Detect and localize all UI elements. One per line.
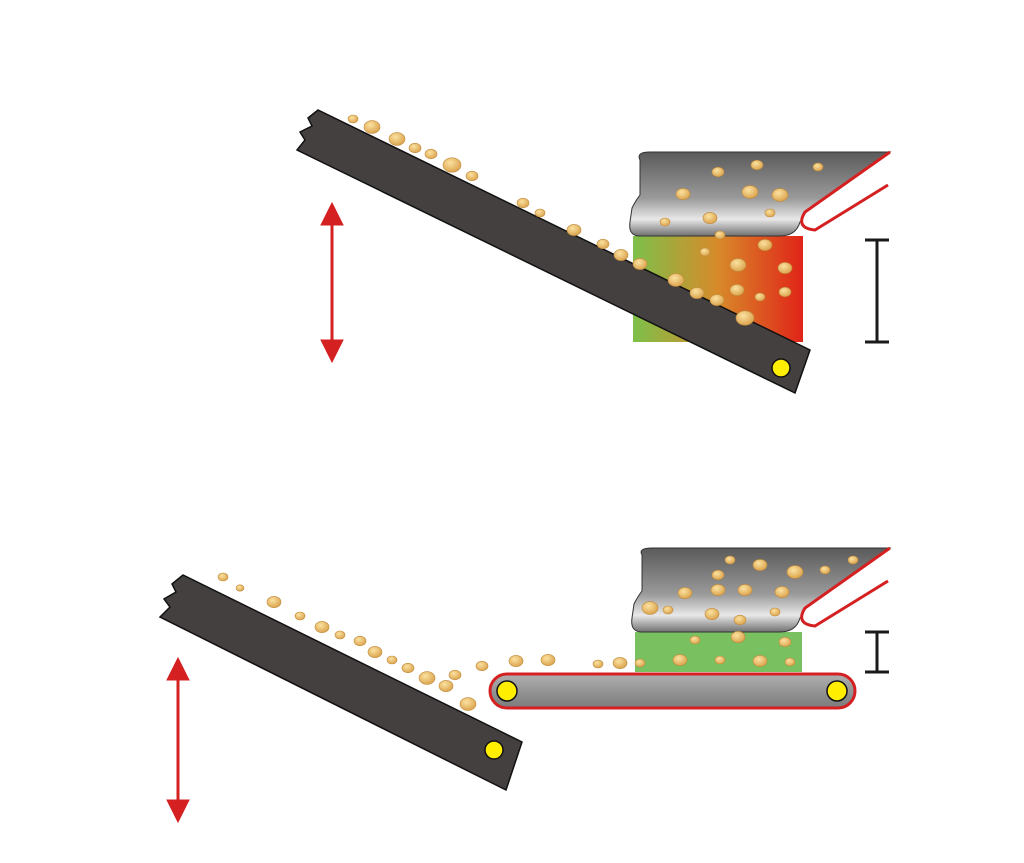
potato [424,148,438,160]
potato [401,662,415,674]
potato [752,655,768,667]
potato [699,247,711,257]
potato [750,159,764,171]
up-down-arrow-icon [320,201,344,364]
potato [475,660,489,672]
potato [675,188,691,200]
shallow-chute-belt [158,574,523,792]
discharge-plate [629,151,892,237]
potato [786,565,804,579]
potato [465,170,479,182]
potato [459,697,477,711]
potato [702,212,718,224]
potato [367,646,383,658]
potato [516,197,530,209]
potato [711,569,725,581]
potato [689,287,705,299]
top-scene [295,109,892,395]
bottom-scene [158,546,892,824]
potato [752,559,768,571]
potato [418,671,436,685]
potato [641,601,659,615]
potato [757,239,773,251]
potato [714,655,726,665]
potato [777,262,793,274]
potato [729,258,747,272]
potato [448,669,462,681]
roller-icon [484,740,504,760]
potato [540,654,556,666]
potato [769,607,781,617]
potato [689,635,701,645]
gap-marker-icon [865,630,889,674]
potato [735,310,755,326]
potato [266,596,282,608]
potato [819,565,831,575]
potato [566,224,582,236]
potato [217,572,229,582]
potato [729,284,745,296]
potato [613,249,629,261]
potato [784,657,796,667]
plate-curl [800,546,891,628]
roller-icon [496,680,518,702]
potato [778,636,792,648]
potato [667,273,685,287]
roller-icon [771,358,791,378]
potato [710,584,726,596]
potato [812,162,824,172]
potato [672,654,688,666]
potato [711,166,725,178]
potato [534,208,546,218]
potato [235,584,245,592]
potato [334,630,346,640]
potato [709,294,725,306]
gap-block-green [635,632,802,672]
gap-marker-icon [865,238,889,344]
feed-belt [488,672,857,710]
potato [353,635,367,647]
potato [724,555,736,565]
potato [774,586,790,598]
steep-chute-belt [295,109,811,395]
potato [634,658,646,668]
potato [592,659,604,669]
potato [662,605,674,615]
potato [733,614,747,626]
potato [737,584,753,596]
potato [508,655,524,667]
potato [764,208,776,218]
potato [677,587,693,599]
potato [294,611,306,621]
potato [388,132,406,146]
potato [442,157,462,173]
potato [632,258,648,270]
potato [347,114,359,124]
potato [438,680,454,692]
potatoes [217,114,859,711]
potato [714,230,726,240]
potato [704,608,720,620]
potato [754,292,766,302]
potato [741,185,759,199]
up-down-arrow-icon [166,656,190,824]
potato [659,217,671,227]
plate-curl [800,150,891,232]
roller-icon [826,680,848,702]
potato [730,631,746,643]
potato [596,238,610,250]
potato [386,655,398,665]
potato [771,188,789,202]
potato [408,142,422,154]
potato [778,286,792,298]
potato [847,555,859,565]
potato [314,621,330,633]
potato [612,657,628,669]
potato [363,120,381,134]
